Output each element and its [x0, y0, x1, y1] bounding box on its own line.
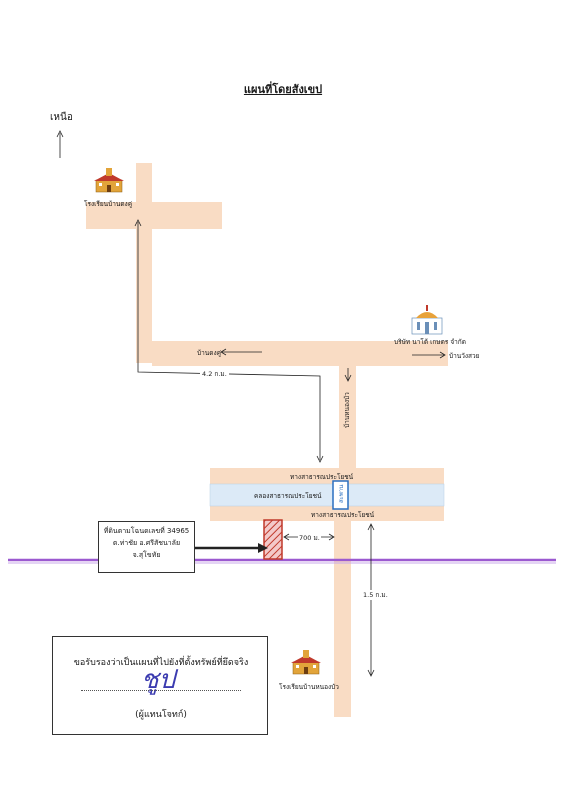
north-label: เหนือ	[50, 112, 73, 123]
land-plot	[263, 519, 283, 560]
label-distance-42: 4.2 ก.ม.	[200, 369, 229, 379]
signature-line	[81, 690, 241, 691]
road-middle-horizontal	[152, 341, 448, 366]
road-lower-vertical	[334, 521, 351, 717]
label-bridge: สะพาน	[338, 484, 345, 503]
road-center-vertical	[339, 366, 356, 470]
label-village-nongbua: บ้านหนองบัว	[343, 392, 351, 428]
plot-subdistrict: ต.ท่าชัย อ.ศรีสัชนาลัย	[112, 539, 181, 547]
road-left-vertical	[136, 163, 152, 363]
label-public-road-top: ทางสาธารณประโยชน์	[290, 473, 354, 481]
plot-deed-number: ที่ดินตามโฉนดเลขที่ 34965	[103, 527, 190, 535]
route-42-line	[137, 222, 321, 460]
school-icon-top	[94, 168, 124, 193]
bridge	[332, 480, 349, 510]
public-road-bottom	[210, 506, 444, 521]
public-road-top	[210, 468, 444, 484]
company-icon	[411, 305, 443, 335]
label-company: บริษัท นาโต้ เกษตร จำกัด	[394, 338, 466, 346]
map-title: แผนที่โดยสังเขป	[243, 83, 323, 96]
signature: ชูป	[141, 665, 176, 695]
canal	[209, 483, 445, 507]
label-distance-15: 1.5 ก.ม.	[362, 590, 389, 600]
plot-info-box: ที่ดินตามโฉนดเลขที่ 34965 ต.ท่าชัย อ.ศรี…	[98, 521, 195, 573]
certification-owner: (ผู้แทนโจทก์)	[135, 710, 187, 720]
label-village-dongku: บ้านดงคู่	[197, 349, 221, 357]
label-public-road-bottom: ทางสาธารณประโยชน์	[311, 511, 375, 519]
certification-box: ขอรับรองว่าเป็นแผนที่ไปยังที่ตั้งทรัพย์ท…	[52, 636, 268, 735]
label-school-top: โรงเรียนบ้านดงคู่	[84, 200, 133, 208]
plot-province: จ.สุโขทัย	[132, 551, 161, 559]
school-icon-bottom	[291, 650, 321, 675]
label-village-wangsuai: บ้านวังสวย	[449, 352, 480, 360]
label-distance-700: 700 ม.	[298, 533, 321, 543]
road-top-horizontal	[86, 202, 222, 229]
label-school-bottom: โรงเรียนบ้านหนองบัว	[279, 683, 339, 691]
certification-statement: ขอรับรองว่าเป็นแผนที่ไปยังที่ตั้งทรัพย์ท…	[73, 658, 249, 668]
label-canal: คลองสาธารณประโยชน์	[254, 492, 322, 500]
